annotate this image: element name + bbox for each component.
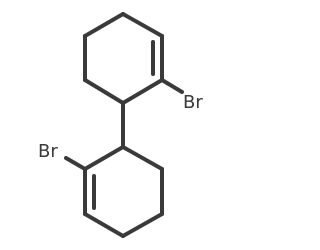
molecule-drawing: Br Br (38, 12, 203, 238)
bond-lower-top-right (121, 145, 164, 171)
bond-lower-to-br (64, 156, 87, 171)
bond-lower-top-left (83, 145, 125, 171)
bond-upper-left-lower (83, 78, 125, 105)
lower-ring (64, 145, 164, 238)
bond-upper-top-left (83, 12, 125, 38)
bond-upper-right-lower (121, 78, 164, 105)
bond-upper-top-right (121, 12, 164, 38)
upper-ring (83, 12, 184, 105)
bond-lower-bottom-right (121, 212, 164, 238)
bond-lower-bottom-left (83, 212, 125, 238)
atom-label-br-lower: Br (38, 141, 58, 162)
bond-upper-to-br (160, 78, 184, 94)
atom-label-br-upper: Br (183, 92, 203, 113)
structure-canvas: Br Br (38, 12, 204, 238)
